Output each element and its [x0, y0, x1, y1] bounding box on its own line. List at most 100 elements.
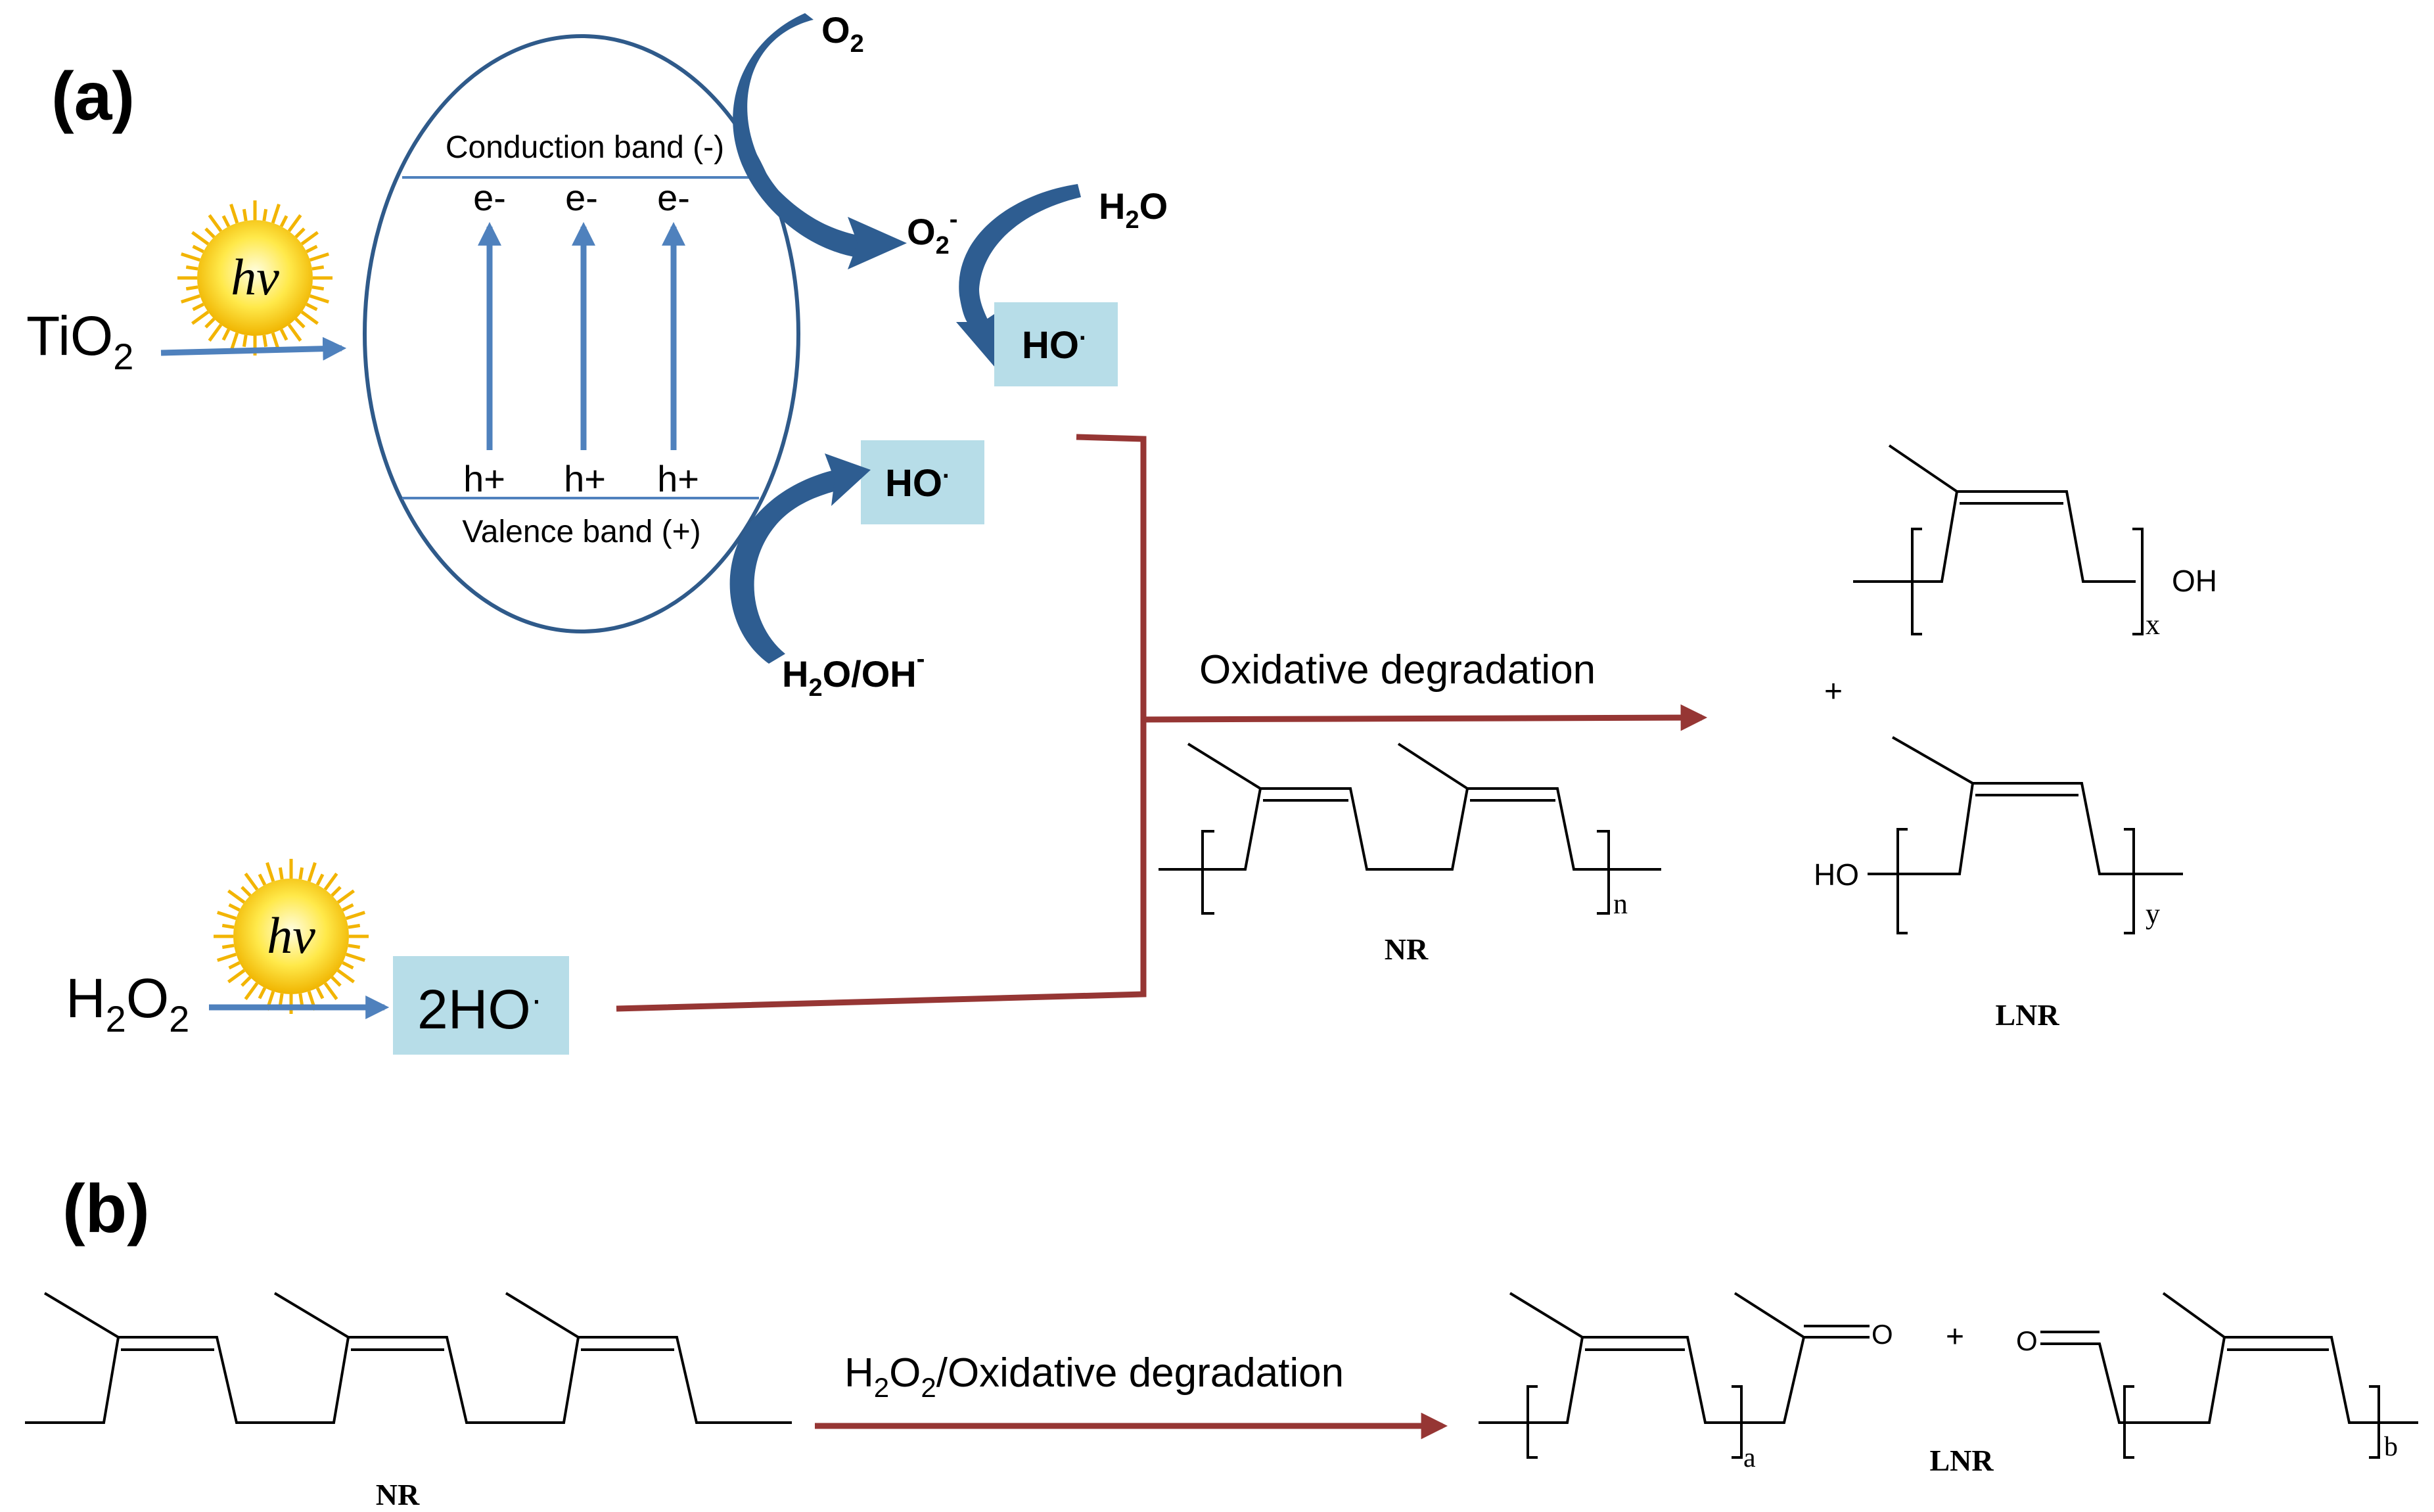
sun-ray [311, 285, 325, 291]
h2o-oxidation-arrow [959, 184, 1081, 327]
sun-ray [287, 214, 302, 233]
tio2-label: TiO2 [26, 305, 133, 377]
sun-ray [208, 323, 223, 342]
sun-ray [262, 334, 268, 348]
sun-ray [185, 265, 198, 271]
h2o2-label: H2O2 [66, 967, 189, 1040]
hydroxyl-radical-box-mid [861, 440, 984, 524]
sun-ray [294, 227, 306, 239]
sun-ray [229, 204, 239, 224]
lnr-top-structure [1853, 444, 2144, 635]
sun-ray [185, 285, 198, 291]
sun-ray [336, 969, 355, 984]
aldehyde-oxygen: O [2016, 1325, 2038, 1356]
electron-label-1: e- [473, 177, 506, 218]
hole-label-1: h+ [463, 458, 505, 499]
sun-ray [228, 903, 241, 912]
sun-icon [177, 200, 333, 355]
sun-ray [309, 252, 329, 262]
sun-ray [262, 208, 268, 221]
sun-ray [331, 976, 342, 987]
sun-ray [294, 317, 306, 329]
panel-a-label: (a) [51, 58, 135, 135]
tio2-excitation-arrow [160, 336, 347, 361]
nr-label-b: NR [376, 1478, 420, 1511]
hv-label: hv [267, 907, 315, 964]
hole-label-2: h+ [564, 458, 606, 499]
sun-ray [192, 302, 204, 311]
sun-ray [298, 867, 304, 880]
h2o-label: H2O [1099, 185, 1168, 234]
sun-ray [221, 215, 231, 227]
lnr-oh-end: OH [2172, 564, 2217, 598]
hydroxyl-radical-box-top [994, 302, 1118, 386]
sun-ray [287, 323, 302, 342]
sun-ray [258, 987, 267, 999]
panel-a: (a) TiO2 hv Conduction band (-) Valence … [26, 9, 2217, 1055]
sun-ray [279, 215, 288, 227]
sun-ray [323, 982, 338, 1000]
sun-ray [336, 889, 355, 904]
lnr-aldehyde-structure [2040, 1292, 2418, 1459]
sun-ray [244, 873, 259, 891]
sun-ray [227, 889, 246, 904]
sun-ray [345, 952, 365, 962]
lnr-bottom-structure [1868, 736, 2183, 934]
sun-ray [241, 976, 252, 987]
lnr-repeat-x: x [2146, 608, 2160, 641]
band-gap-ellipse [363, 34, 800, 633]
sun-ray [271, 204, 281, 224]
sun-ray [191, 231, 210, 246]
lnr-label-a: LNR [1995, 998, 2059, 1032]
oxidative-degradation-label: Oxidative degradation [1199, 647, 1596, 693]
conduction-band-label: Conduction band (-) [446, 130, 724, 165]
two-hydroxyl-radical-box [393, 956, 569, 1055]
hv-label: hv [231, 248, 279, 306]
sun-ray [300, 310, 319, 325]
sun-icon [214, 859, 369, 1014]
lnr-ho-end: HO [1814, 858, 1859, 892]
sun-ray [306, 302, 318, 311]
lnr-label-b: LNR [1929, 1444, 1994, 1477]
sun-ray [242, 208, 248, 221]
sun-ray [345, 911, 365, 921]
h2o2-degradation-label: H2O2/Oxidative degradation [844, 1350, 1344, 1403]
sun-ray [315, 987, 325, 999]
sun-ray [181, 252, 201, 262]
two-hydroxyl-radical: 2HO· [417, 978, 542, 1040]
sun-ray [265, 862, 275, 882]
sun-ray [228, 961, 241, 970]
sun-ray [331, 886, 342, 897]
sun-ray [244, 982, 259, 1000]
sun-ray [258, 873, 267, 886]
sun-ray [227, 969, 246, 984]
lnr-plus-b: + [1946, 1319, 1964, 1354]
sun-ray [323, 873, 338, 891]
sun-ray [348, 923, 361, 929]
electron-label-3: e- [657, 177, 690, 218]
hydroxyl-radical-top: HO· [1022, 324, 1088, 367]
hydroxide-oxidation-arrow [729, 470, 841, 664]
sun-ray [217, 911, 237, 921]
sun-ray [208, 214, 223, 233]
lnr-plus-a: + [1824, 674, 1843, 709]
sun-ray [342, 903, 354, 912]
o2-label: O2 [821, 9, 864, 58]
o2-reduction-arrow [733, 13, 858, 258]
h2o-oxidation-arrowhead [956, 309, 1002, 368]
valence-band-label: Valence band (+) [462, 515, 700, 549]
sun-ray [192, 244, 204, 254]
sun-ray [191, 310, 210, 325]
sun-ray [204, 317, 216, 329]
sun-ray [241, 886, 252, 897]
nr-structure-b [25, 1292, 792, 1424]
sun-ray [204, 227, 216, 239]
oxidative-degradation-arrow [1143, 704, 1708, 731]
o2-reduction-arrowhead [848, 217, 907, 269]
h2o-oh-label: H2O/OH- [782, 645, 925, 702]
electron-label-2: e- [565, 177, 598, 218]
sun-ray [309, 294, 329, 304]
lnr-repeat-a: a [1743, 1443, 1756, 1473]
sun-ray [221, 944, 235, 950]
